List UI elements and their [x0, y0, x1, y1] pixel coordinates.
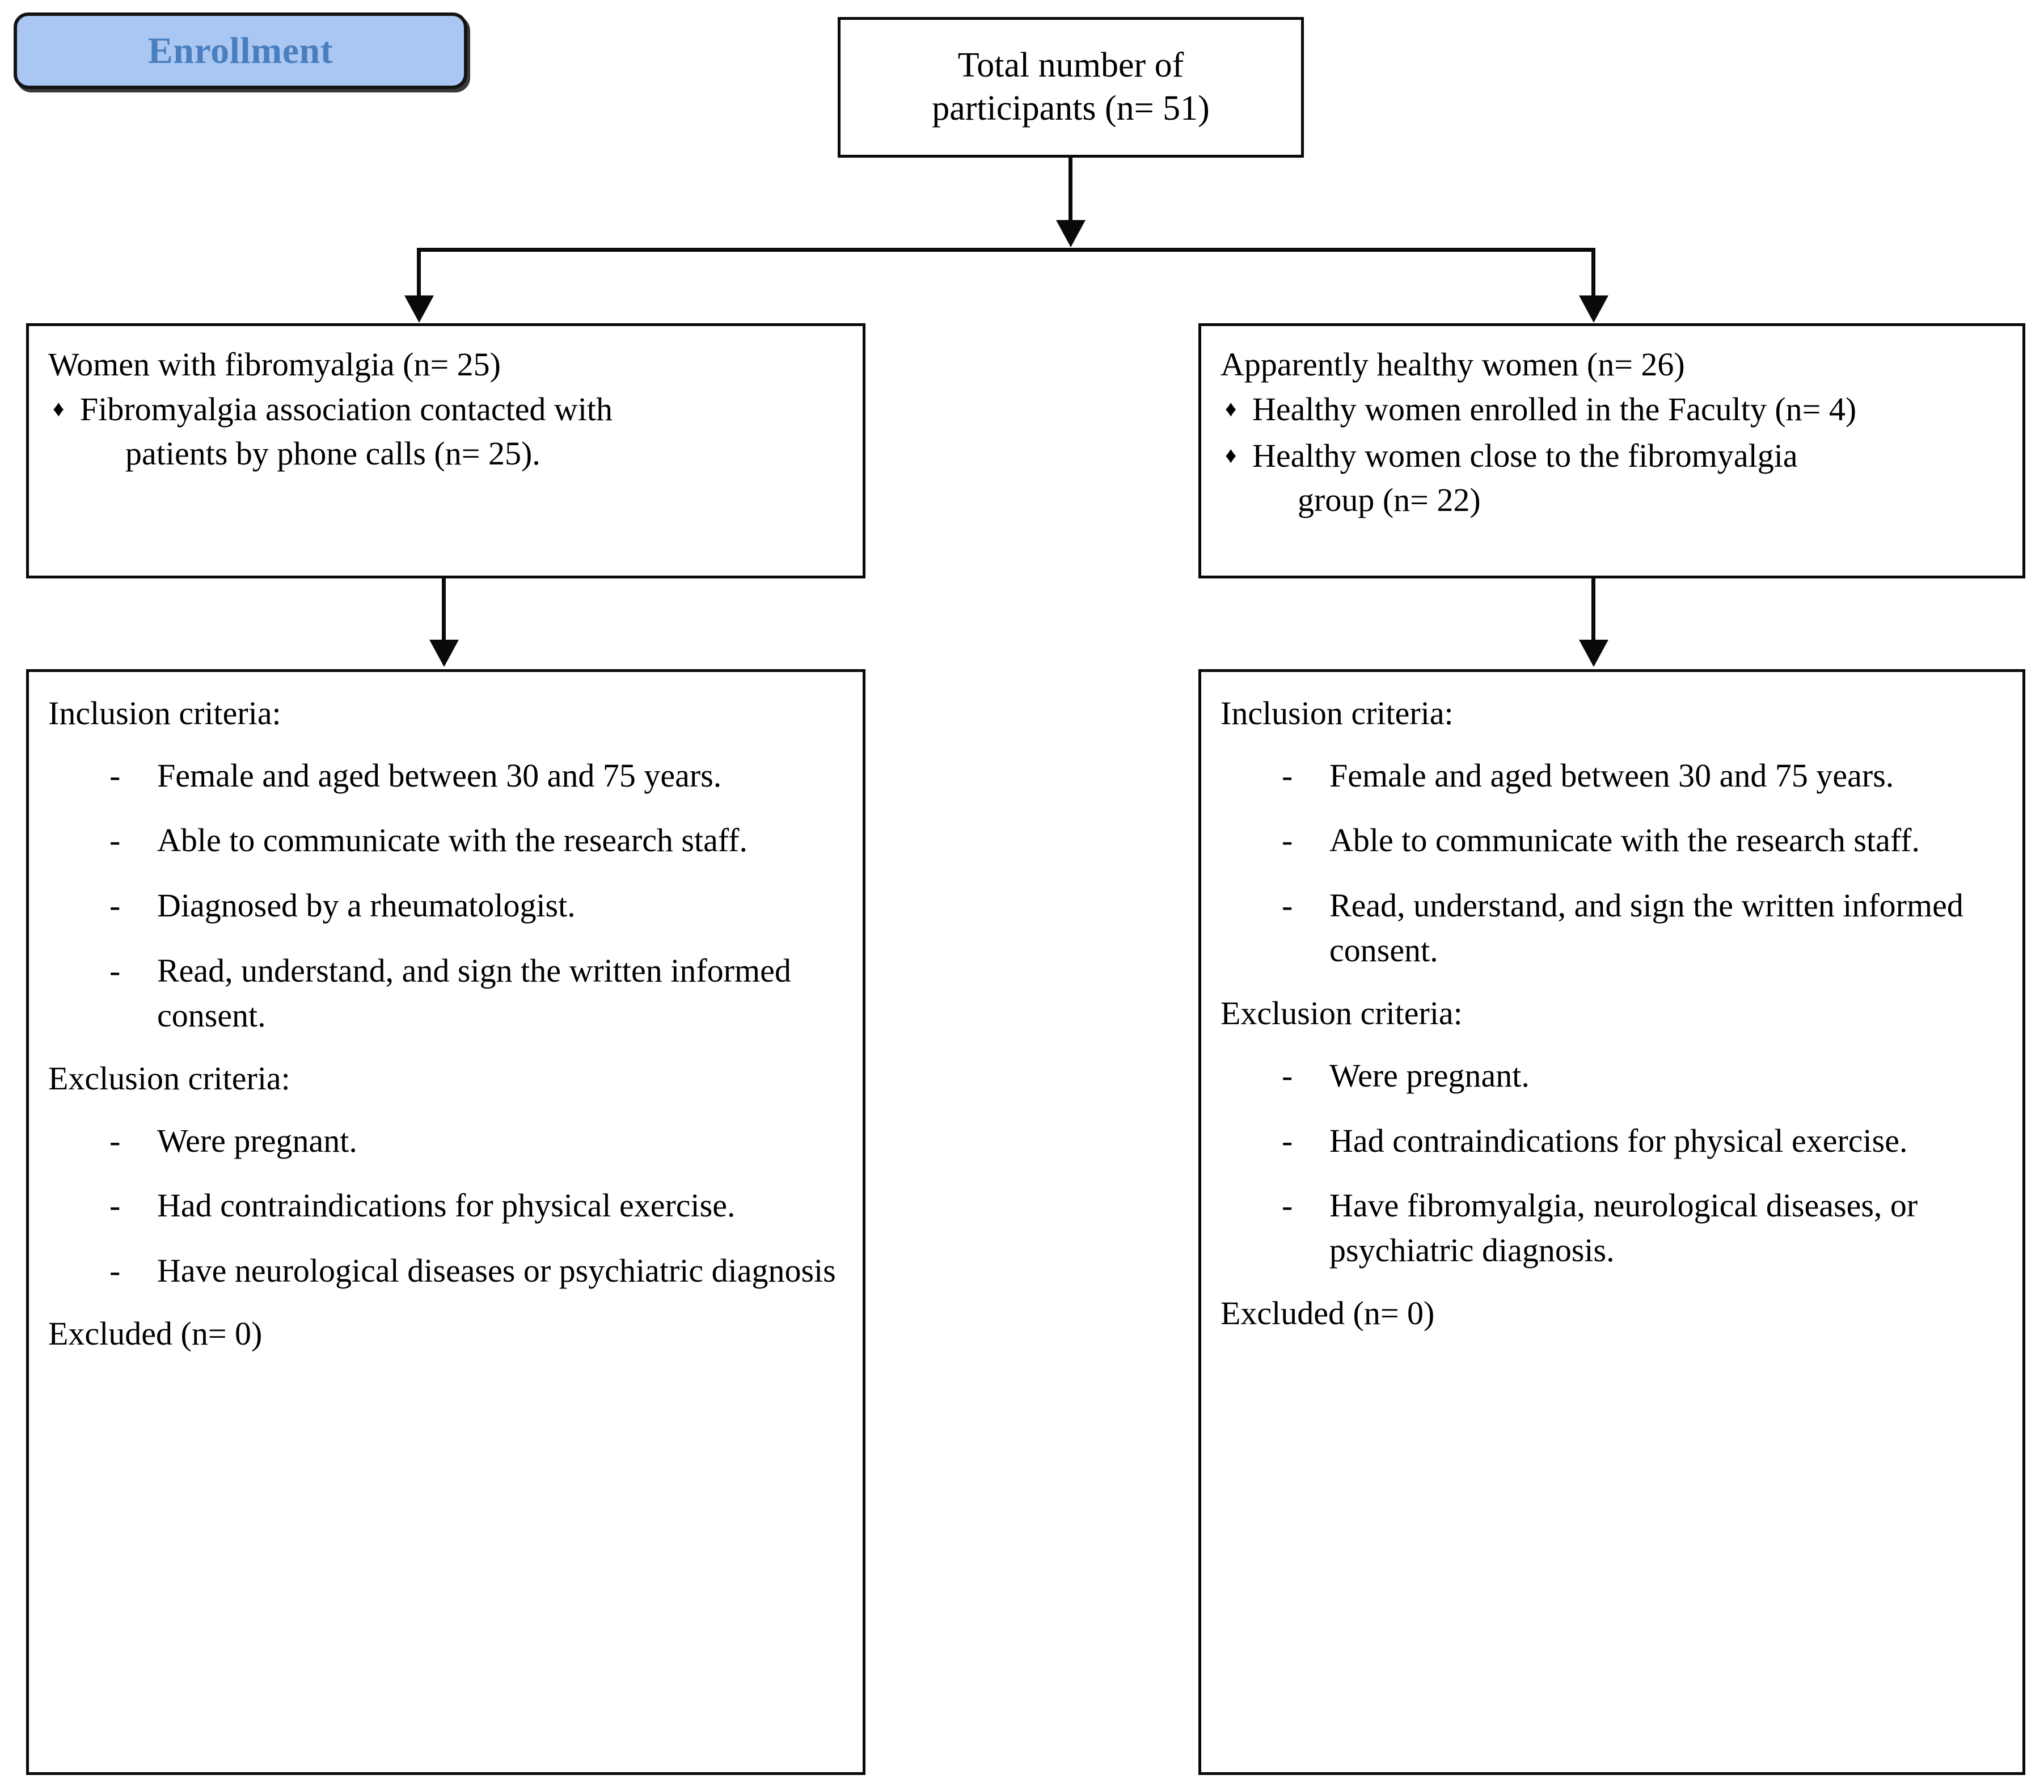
criteria-text: Read, understand, and sign the written i… [157, 952, 791, 1034]
list-item: ♦ Fibromyalgia association contacted wit… [48, 387, 843, 475]
arrowhead-total-to-bar [1056, 220, 1086, 247]
healthy-group-box: Apparently healthy women (n= 26) ♦ Healt… [1198, 323, 2025, 578]
criteria-text: Female and aged between 30 and 75 years. [1329, 756, 1894, 794]
criteria-text: Had contraindications for physical exerc… [1329, 1122, 1908, 1159]
list-item: - Had contraindications for physical exe… [48, 1184, 843, 1228]
dash-bullet-icon: - [109, 822, 121, 859]
connector-left-group-to-criteria [442, 578, 446, 642]
fibromyalgia-group-box: Women with fibromyalgia (n= 25) ♦ Fibrom… [26, 323, 865, 578]
list-item: - Were pregnant. [48, 1119, 843, 1164]
list-item: - Have neurological diseases or psychiat… [48, 1249, 843, 1294]
diamond-bullet-icon: ♦ [53, 396, 65, 422]
criteria-text: Read, understand, and sign the written i… [1329, 887, 1963, 969]
dash-bullet-icon: - [109, 756, 121, 794]
fibromyalgia-criteria-box: Inclusion criteria: - Female and aged be… [26, 669, 865, 1775]
right-exclusion-criteria-list: - Were pregnant. - Had contraindications… [1221, 1054, 2005, 1274]
connector-right-group-to-criteria [1591, 578, 1595, 642]
list-item: - Able to communicate with the research … [1221, 818, 2005, 863]
dash-bullet-icon: - [1282, 756, 1293, 794]
left-exclusion-criteria-list: - Were pregnant. - Had contraindications… [48, 1119, 843, 1294]
list-item: - Read, understand, and sign the written… [1221, 884, 2005, 973]
enrollment-stage-label: Enrollment [147, 29, 333, 71]
right-inclusion-criteria-label: Inclusion criteria: [1221, 695, 1454, 732]
list-item: - Had contraindications for physical exe… [1221, 1119, 2005, 1164]
connector-right-branch [1591, 248, 1595, 298]
left-excluded-note: Excluded (n= 0) [48, 1315, 263, 1353]
arrowhead-right-branch [1579, 295, 1608, 323]
dash-bullet-icon: - [1282, 1187, 1293, 1224]
connector-split-bar [419, 248, 1595, 252]
dash-bullet-icon: - [109, 887, 121, 924]
dash-bullet-icon: - [1282, 1056, 1293, 1094]
diamond-bullet-icon: ♦ [1225, 396, 1237, 422]
arrowhead-left-branch [404, 295, 434, 323]
criteria-text: Have neurological diseases or psychiatri… [157, 1252, 836, 1290]
right-inclusion-criteria-list: - Female and aged between 30 and 75 year… [1221, 754, 2005, 974]
criteria-text: Able to communicate with the research st… [1329, 822, 1920, 859]
list-item: - Read, understand, and sign the written… [48, 949, 843, 1038]
dash-bullet-icon: - [1282, 822, 1293, 859]
arrowhead-left-group-to-criteria [429, 640, 459, 667]
total-participants-line1: Total number of [957, 46, 1184, 85]
criteria-text: Were pregnant. [1329, 1056, 1530, 1094]
bullet-line-1: Fibromyalgia association contacted with [80, 391, 613, 428]
bullet-line-2: patients by phone calls (n= 25). [125, 435, 540, 472]
list-item: - Have fibromyalgia, neurological diseas… [1221, 1184, 2005, 1273]
healthy-group-heading: Apparently healthy women (n= 26) [1221, 346, 1685, 383]
bullet-line-1: Healthy women close to the fibromyalgia [1252, 437, 1798, 475]
dash-bullet-icon: - [109, 1187, 121, 1224]
connector-total-stem [1069, 158, 1072, 221]
right-exclusion-criteria-label: Exclusion criteria: [1221, 995, 1463, 1032]
fibromyalgia-group-heading: Women with fibromyalgia (n= 25) [48, 346, 501, 383]
criteria-text: Were pregnant. [157, 1122, 357, 1159]
dash-bullet-icon: - [109, 1122, 121, 1159]
arrowhead-right-group-to-criteria [1579, 640, 1608, 667]
dash-bullet-icon: - [1282, 887, 1293, 924]
dash-bullet-icon: - [109, 952, 121, 990]
dash-bullet-icon: - [109, 1252, 121, 1290]
list-item: ♦ Healthy women enrolled in the Faculty … [1221, 387, 2005, 432]
list-item: ♦ Healthy women close to the fibromyalgi… [1221, 434, 2005, 522]
criteria-text: Female and aged between 30 and 75 years. [157, 756, 722, 794]
fibromyalgia-group-bullet-list: ♦ Fibromyalgia association contacted wit… [48, 387, 843, 475]
dash-bullet-icon: - [1282, 1122, 1293, 1159]
left-inclusion-criteria-list: - Female and aged between 30 and 75 year… [48, 754, 843, 1038]
total-participants-line2: participants (n= 51) [932, 89, 1210, 128]
criteria-text: Diagnosed by a rheumatologist. [157, 887, 576, 924]
enrollment-stage-badge: Enrollment [14, 12, 467, 89]
healthy-group-bullet-list: ♦ Healthy women enrolled in the Faculty … [1221, 387, 2005, 522]
right-excluded-note: Excluded (n= 0) [1221, 1295, 1435, 1332]
diamond-bullet-icon: ♦ [1225, 442, 1237, 468]
total-participants-text: Total number of participants (n= 51) [916, 44, 1226, 130]
healthy-criteria-box: Inclusion criteria: - Female and aged be… [1198, 669, 2025, 1775]
left-exclusion-criteria-label: Exclusion criteria: [48, 1059, 290, 1097]
list-item: - Able to communicate with the research … [48, 818, 843, 863]
criteria-text: Able to communicate with the research st… [157, 822, 748, 859]
list-item: - Diagnosed by a rheumatologist. [48, 884, 843, 928]
list-item: - Were pregnant. [1221, 1054, 2005, 1098]
left-inclusion-criteria-label: Inclusion criteria: [48, 695, 281, 732]
criteria-text: Had contraindications for physical exerc… [157, 1187, 736, 1224]
criteria-text: Have fibromyalgia, neurological diseases… [1329, 1187, 1918, 1269]
total-participants-box: Total number of participants (n= 51) [838, 17, 1304, 158]
list-item: - Female and aged between 30 and 75 year… [48, 754, 843, 798]
list-item: - Female and aged between 30 and 75 year… [1221, 754, 2005, 798]
connector-left-branch [417, 248, 421, 298]
bullet-line-1: Healthy women enrolled in the Faculty (n… [1252, 391, 1857, 428]
bullet-line-2: group (n= 22) [1298, 481, 1481, 518]
